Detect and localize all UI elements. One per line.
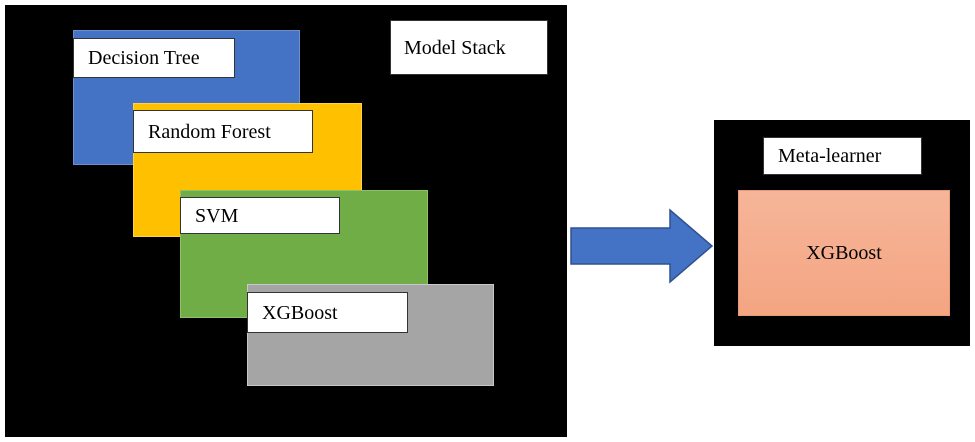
- svm-label: SVM: [180, 197, 340, 234]
- meta-learner-title: Meta-learner: [763, 137, 922, 175]
- decision-tree-label: Decision Tree: [73, 38, 235, 78]
- meta-learner-panel: Meta-learner XGBoost: [714, 120, 970, 346]
- random-forest-label: Random Forest: [133, 110, 313, 153]
- arrow-shape: [570, 208, 714, 284]
- right-arrow-icon: [570, 208, 714, 284]
- xgboost-label: XGBoost: [247, 292, 408, 333]
- meta-learner-xgboost-box: XGBoost: [738, 190, 950, 316]
- model-stack-panel: Decision Tree Random Forest SVM XGBoost …: [5, 5, 567, 437]
- model-stack-title: Model Stack: [390, 20, 548, 75]
- meta-learner-xgboost-label: XGBoost: [806, 241, 882, 264]
